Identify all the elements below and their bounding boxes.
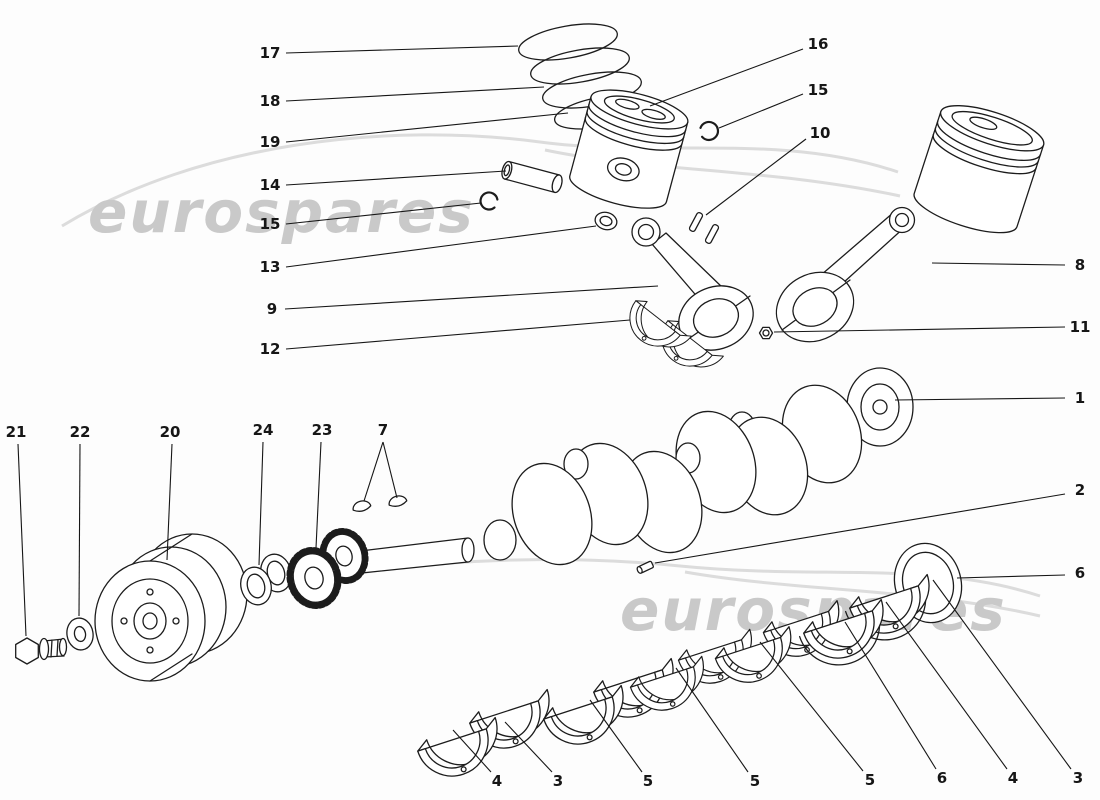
callout-label-19-2: 19 [260, 133, 281, 151]
callout-label-10-10: 10 [810, 124, 831, 142]
rod-nut [758, 326, 774, 340]
callout-label-18-1: 18 [260, 92, 281, 110]
callout-label-16-8: 16 [808, 35, 829, 53]
leader-line-16-8 [649, 48, 804, 107]
callout-label-21-16: 21 [6, 423, 27, 441]
crankshaft [346, 367, 914, 575]
callout-label-9-6: 9 [267, 300, 277, 318]
leader-line-4-28 [885, 601, 1008, 770]
leader-line-22-17 [78, 443, 81, 617]
callout-label-5-24: 5 [643, 772, 653, 790]
leader-line-17-0 [285, 45, 519, 54]
leader-line-20-18 [166, 443, 173, 561]
spacer-rings [240, 553, 292, 606]
pulley-damper [94, 533, 248, 682]
circlip-right [699, 120, 720, 142]
leader-line-6-27 [844, 621, 937, 770]
rod-bolts [688, 211, 720, 245]
callout-label-11-12: 11 [1070, 318, 1091, 336]
callout-label-24-19: 24 [253, 421, 274, 439]
watermark-swoosh-top [61, 133, 899, 228]
thrust-bearing-group [797, 542, 963, 676]
circlip-left [479, 191, 499, 211]
callout-label-22-17: 22 [70, 423, 91, 441]
callout-label-14-3: 14 [260, 176, 281, 194]
dowel-pin [636, 560, 654, 574]
callout-label-5-26: 5 [865, 771, 875, 789]
leader-line-5-26 [759, 641, 864, 772]
leader-line-5-24 [589, 699, 643, 773]
callout-label-7-21: 7 [378, 421, 388, 439]
callout-label-15-9: 15 [808, 81, 829, 99]
callout-label-1-13: 1 [1075, 389, 1085, 407]
callout-label-15-4: 15 [260, 215, 281, 233]
leader-line-1-13 [894, 397, 1066, 401]
leader-line-7-21 [363, 441, 384, 502]
callout-label-5-25: 5 [750, 772, 760, 790]
leader-line-5-25 [675, 667, 749, 773]
leader-line-12-7 [285, 319, 631, 350]
leader-line-3-29 [932, 579, 1072, 770]
leader-line-8-11 [931, 262, 1066, 266]
timing-gears [286, 527, 369, 610]
watermark-swoosh-bottom-2 [684, 570, 1041, 618]
leader-line-23-20 [315, 441, 322, 549]
callout-label-3-23: 3 [553, 772, 563, 790]
leader-line-24-19 [258, 441, 264, 566]
watermark-text-top: eurospares [88, 178, 475, 246]
leader-line-6-15 [956, 574, 1066, 579]
piston-pin [501, 160, 563, 194]
callout-label-17-0: 17 [260, 44, 281, 62]
piston-left [569, 89, 689, 209]
parts-layer [15, 23, 1045, 787]
leader-line-7-21 [382, 441, 398, 499]
leader-line-19-2 [285, 112, 569, 143]
callout-label-20-18: 20 [160, 423, 181, 441]
piston-right [913, 105, 1045, 234]
callout-label-12-7: 12 [260, 340, 281, 358]
callout-label-23-20: 23 [312, 421, 333, 439]
callout-label-4-22: 4 [492, 772, 502, 790]
leader-line-2-14 [654, 493, 1066, 564]
leader-line-14-3 [285, 170, 507, 186]
leader-line-11-12 [773, 326, 1066, 333]
leader-line-15-9 [718, 93, 804, 129]
leader-line-4-22 [452, 729, 492, 773]
connecting-rod-right [775, 206, 916, 343]
leader-line-3-23 [504, 721, 553, 773]
leader-line-18-1 [285, 86, 545, 102]
callout-label-13-5: 13 [260, 258, 281, 276]
leader-line-9-6 [284, 285, 659, 310]
connecting-rod [631, 217, 754, 351]
pulley-bolt [15, 637, 68, 665]
callout-label-3-29: 3 [1073, 769, 1083, 787]
callout-label-6-15: 6 [1075, 564, 1085, 582]
callout-label-2-14: 2 [1075, 481, 1085, 499]
callout-label-4-28: 4 [1008, 769, 1018, 787]
woodruff-keys [352, 495, 408, 512]
leader-line-10-10 [705, 138, 807, 216]
washer [66, 617, 94, 651]
leader-line-13-5 [285, 225, 597, 268]
leader-line-21-16 [17, 443, 27, 637]
leader-line-15-4 [285, 202, 482, 225]
small-end-bushing [594, 211, 618, 231]
callout-label-6-27: 6 [937, 769, 947, 787]
callout-label-8-11: 8 [1075, 256, 1085, 274]
